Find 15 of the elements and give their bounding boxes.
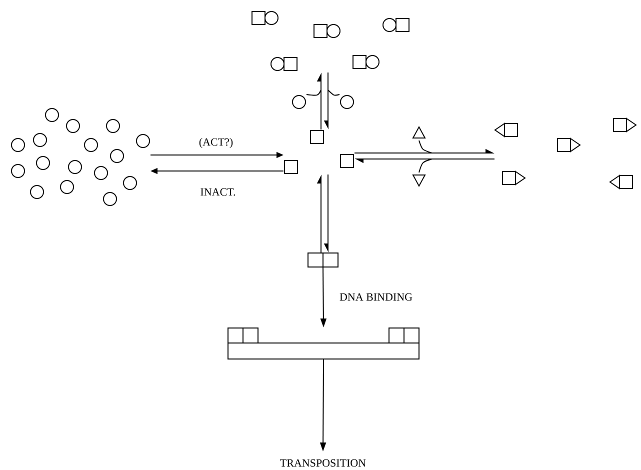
dna-complex-drawing (228, 328, 420, 360)
edge-label: INACT. (199, 187, 237, 197)
release-curve (418, 158, 432, 173)
release-curve (418, 140, 432, 154)
circle-cluster-drawing (11, 108, 150, 206)
protein-group-drawing (308, 252, 338, 268)
circle-cluster-drawing (292, 95, 306, 109)
caption-text: TRANSPOSITION (280, 459, 366, 467)
edge-label: (ACT?) (198, 137, 234, 149)
circle-cluster-drawing (340, 95, 354, 109)
release-curve (306, 90, 322, 96)
protein-group-drawing (284, 130, 354, 174)
release-curve (328, 90, 340, 96)
edge-label: DNA BINDING (338, 292, 414, 302)
protein-pair-drawing (252, 11, 410, 71)
